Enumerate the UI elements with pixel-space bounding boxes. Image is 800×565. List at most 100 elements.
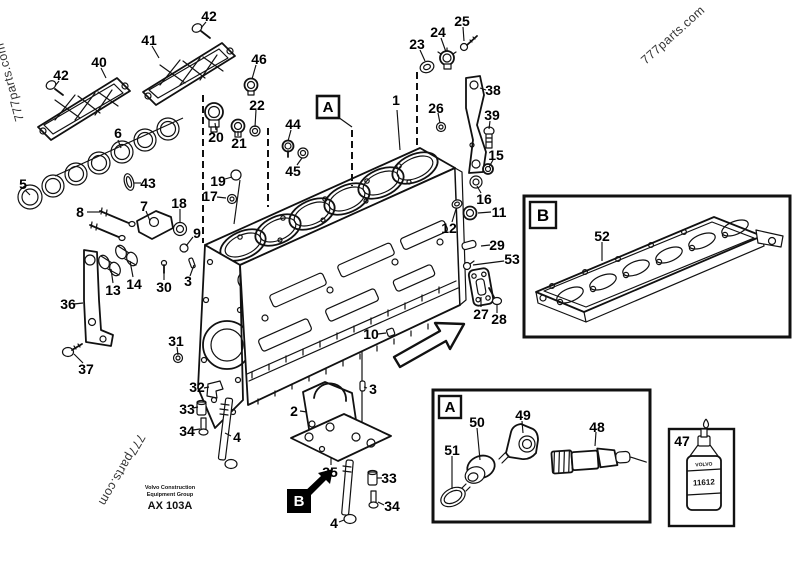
leader-line [192,406,199,409]
bottle-code: 11612 [693,477,716,487]
callout-33: 33 [179,401,195,417]
part-17-ring [226,193,238,205]
callout-33: 33 [381,470,397,486]
inset-b-label: B [537,206,549,225]
leader-line [488,159,494,168]
callout-25: 25 [454,13,470,29]
leader-line [472,260,505,266]
callout-4: 4 [233,429,241,445]
callout-48: 48 [589,419,605,435]
callout-3: 3 [184,273,192,289]
callout-26: 26 [428,100,444,116]
callout-49: 49 [515,407,531,423]
callout-34: 34 [384,498,400,514]
part-19-ball [230,169,242,181]
callout-27: 27 [473,306,489,322]
callout-44: 44 [285,116,301,132]
part-10-plug [385,327,396,337]
callout-15: 15 [488,147,504,163]
callout-17: 17 [202,188,218,204]
leader-line [296,157,303,166]
leader-line [337,116,353,128]
leader-line [176,346,179,356]
part-47-bottle: VOLVO 11612 [686,418,722,511]
section-a-callout-label: A [323,99,334,116]
part-50-nut [461,454,496,492]
deck-holes [237,163,412,243]
leader-line [440,37,447,53]
callout-12: 12 [441,220,457,236]
part-51-seal [440,486,466,508]
part-38-bracket [465,75,487,174]
part-33-spacer-right [367,469,378,486]
part-15-plug [482,163,494,175]
leader-line [377,501,385,506]
left-parts [17,23,309,358]
callout-14: 14 [126,276,142,292]
callout-3: 3 [369,381,377,397]
leader-line [287,129,292,142]
part-36-strap [83,249,114,347]
part-33-spacer [196,399,207,416]
part-24-cap [437,47,457,70]
side-holes [261,238,444,322]
leader-line [419,49,426,62]
callout-43: 43 [140,175,156,191]
section-b-marker-label: B [294,493,305,510]
drop-icon [702,418,710,429]
leader-line [54,117,184,177]
callout-24: 24 [430,24,446,40]
leader-line [189,264,195,277]
part-8-studs [89,207,136,242]
box-47: VOLVO 11612 [667,418,736,528]
callout-16: 16 [476,191,492,207]
b-marker-arrow [301,469,333,500]
part-11-plug [462,205,478,221]
inset-a: A [431,388,652,524]
bottom-parts [172,352,392,525]
leader-line [477,211,492,214]
part-3-pin [359,380,366,392]
leader-line [203,386,210,389]
callout-39: 39 [484,107,500,123]
part-27-cover [467,267,495,307]
callout-7: 7 [140,198,148,214]
section-b-marker: B [287,469,333,513]
callout-37: 37 [78,361,94,377]
callout-20: 20 [208,129,224,145]
part-34-stud [198,417,209,436]
part-53-screw [462,260,475,271]
callout-4: 4 [330,515,338,531]
leader-line [299,410,308,413]
callout-45: 45 [285,163,301,179]
leader-line [73,302,84,305]
part-35-plate [290,413,392,462]
callout-2: 2 [290,403,298,419]
leader-line [233,179,241,225]
callout-41: 41 [141,32,157,48]
part-20-sensor [204,102,224,133]
leader-line [480,244,491,247]
leader-line [521,420,524,434]
part-13-bushing [98,254,121,277]
callout-34: 34 [179,423,195,439]
callout-32: 32 [189,379,205,395]
callout-9: 9 [193,225,201,241]
part-28-bolt [488,287,503,306]
leader-line [151,45,160,59]
callout-30: 30 [156,279,172,295]
leader-line [110,268,114,284]
leader-line [476,427,481,461]
leader-line [145,210,151,222]
leader-line [73,353,84,364]
part-25-screw [459,35,478,52]
side-slots [258,220,449,352]
part-23-washer [419,60,435,74]
part-39-bolt [483,126,495,149]
callout-8: 8 [76,204,84,220]
leader-line [479,87,487,91]
brand-block: Volvo Construction Equipment Group AX 10… [145,485,196,512]
leader-line [251,64,257,80]
